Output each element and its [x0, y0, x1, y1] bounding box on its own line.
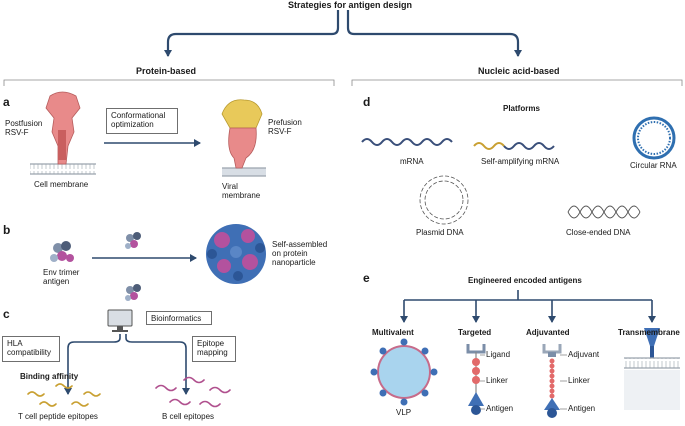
label-targeted: Targeted [458, 328, 492, 337]
label-closed-dna: Close-ended DNA [566, 228, 631, 237]
label-prefusion: Prefusion RSV-F [268, 118, 302, 137]
mrna-strand-graphic [361, 138, 453, 146]
label-platforms: Platforms [503, 104, 540, 113]
e-branch-arrows [400, 290, 656, 323]
viral-membrane-graphic [222, 167, 266, 177]
label-antigen: Antigen [486, 404, 514, 413]
label-viral-membrane: Viral membrane [222, 182, 261, 201]
postfusion-protein-graphic [45, 91, 81, 165]
plasmid-dna-graphic [419, 175, 469, 225]
section-nucleic: Nucleic acid-based [478, 66, 560, 76]
panel-letter-d: d [363, 95, 371, 109]
box-hla: HLA compatibility [2, 336, 60, 362]
b-cell-epitopes-graphic [155, 376, 231, 408]
diagram-title: Strategies for antigen design [288, 0, 413, 10]
vlp-graphic [370, 338, 438, 406]
samrna-strand-graphic [473, 142, 555, 150]
label-engineered: Engineered encoded antigens [468, 276, 582, 285]
panel-letter-e: e [363, 271, 370, 285]
adjuvanted-construct-graphic [542, 344, 562, 418]
panel-letter-a: a [3, 95, 10, 109]
targeted-construct-graphic [466, 344, 486, 415]
nanoparticle-graphic [206, 224, 266, 284]
label-linker-2: Linker [568, 376, 590, 385]
label-vlp: VLP [396, 408, 412, 417]
env-trimer-graphic [50, 241, 74, 262]
trimer-icon-bottom [125, 284, 141, 301]
section-protein: Protein-based [136, 66, 197, 76]
label-antigen-2: Antigen [568, 404, 596, 413]
circular-rna-graphic [632, 116, 676, 160]
trimer-icon-top [125, 232, 141, 249]
label-adjuvant: Adjuvant [568, 350, 600, 359]
section-brackets [3, 79, 683, 86]
computer-monitor-icon [107, 309, 133, 332]
transmembrane-construct-graphic [624, 328, 680, 410]
label-plasmid: Plasmid DNA [416, 228, 464, 237]
label-transmembrane: Transmembrane [618, 328, 680, 337]
box-epitope-mapping: Epitope mapping [192, 336, 236, 362]
box-conformational: Conformational optimization [106, 108, 178, 134]
label-ligand: Ligand [486, 350, 511, 359]
label-binding-affinity: Binding affinity [20, 372, 79, 381]
label-linker: Linker [486, 376, 508, 385]
label-mrna: mRNA [400, 157, 424, 166]
label-multivalent: Multivalent [372, 328, 414, 337]
label-samrna: Self-amplifying mRNA [481, 157, 560, 166]
label-cell-membrane: Cell membrane [34, 180, 89, 189]
label-t-cell: T cell peptide epitopes [18, 412, 98, 421]
label-env-trimer: Env trimer antigen [43, 268, 80, 287]
panel-letter-c: c [3, 307, 10, 321]
label-adjuvanted: Adjuvanted [526, 328, 570, 337]
label-b-cell: B cell epitopes [162, 412, 215, 421]
closed-dna-graphic [567, 205, 641, 219]
label-postfusion: Postfusion RSV-F [5, 119, 43, 138]
panel-letter-b: b [3, 223, 11, 237]
label-self-assembled: Self-assembled on protein nanoparticle [272, 240, 328, 268]
prefusion-protein-graphic [221, 99, 263, 169]
box-bioinformatics: Bioinformatics [146, 311, 212, 325]
top-branch-arrows [164, 10, 522, 57]
c-branch-arrows [64, 334, 190, 395]
label-circular-rna: Circular RNA [630, 161, 677, 170]
t-cell-epitopes-graphic [27, 383, 101, 407]
